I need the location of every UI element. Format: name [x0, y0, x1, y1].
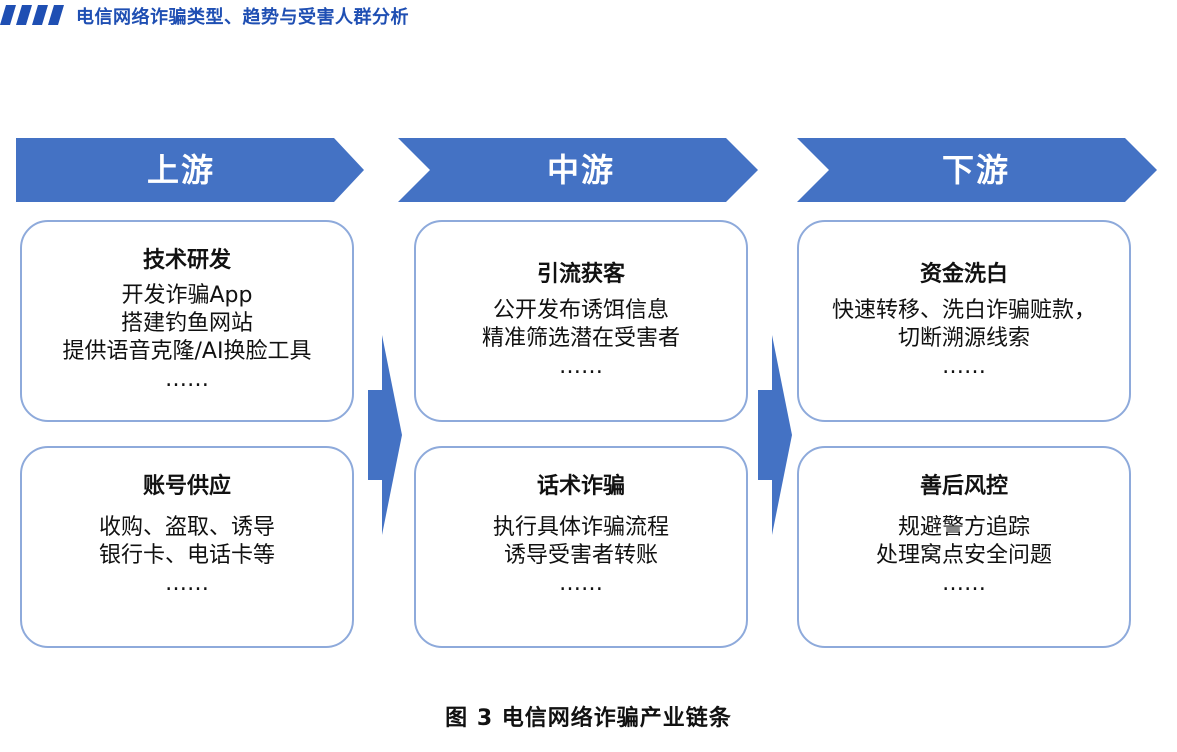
card-line: 搭建钓鱼网站 — [120, 311, 253, 336]
card-ellipsis: …… — [942, 354, 986, 379]
card-line: 规避警方追踪 — [897, 515, 1030, 540]
stage-upstream-banner: 上游 — [16, 138, 364, 202]
card-line: 快速转移、洗白诈骗赃款， — [831, 298, 1096, 323]
card-title: 善后风控 — [919, 474, 1008, 499]
card-line: 处理窝点安全问题 — [875, 543, 1052, 568]
card-line: 提供语音克隆/AI换脸工具 — [62, 339, 312, 364]
stage-label-midstream: 中游 — [546, 151, 615, 189]
card-tech-development: 技术研发 开发诈骗App 搭建钓鱼网站 提供语音克隆/AI换脸工具 …… — [20, 220, 354, 422]
card-ellipsis: …… — [165, 367, 209, 392]
card-line: 诱导受害者转账 — [503, 543, 658, 568]
flow-arrow-icon — [368, 335, 402, 535]
card-title: 账号供应 — [142, 474, 231, 499]
card-line: 收购、盗取、诱导 — [98, 515, 275, 540]
stage-label-upstream: 上游 — [146, 151, 215, 189]
card-title: 引流获客 — [536, 262, 625, 287]
card-line: 公开发布诱饵信息 — [492, 298, 669, 323]
card-line: 执行具体诈骗流程 — [492, 515, 669, 540]
flow-arrow-icon — [758, 335, 792, 535]
card-ellipsis: …… — [942, 571, 986, 596]
card-line: 开发诈骗App — [121, 283, 253, 308]
card-line: 精准筛选潜在受害者 — [481, 326, 680, 351]
card-script-fraud: 话术诈骗 执行具体诈骗流程 诱导受害者转账 …… — [414, 446, 748, 648]
chevron-shape-icon — [797, 138, 1157, 202]
stage-label-downstream: 下游 — [941, 151, 1010, 189]
card-ellipsis: …… — [165, 571, 209, 596]
card-account-supply: 账号供应 收购、盗取、诱导 银行卡、电话卡等 …… — [20, 446, 354, 648]
card-title: 话术诈骗 — [536, 474, 625, 499]
card-ellipsis: …… — [559, 354, 603, 379]
card-ellipsis: …… — [559, 571, 603, 596]
chevron-shape-icon — [16, 138, 364, 202]
page-header: 电信网络诈骗类型、趋势与受害人群分析 — [0, 0, 1177, 32]
card-line: 银行卡、电话卡等 — [98, 543, 275, 568]
card-line: 切断溯源线索 — [897, 326, 1030, 351]
header-title: 电信网络诈骗类型、趋势与受害人群分析 — [76, 7, 409, 28]
stripes-icon — [0, 5, 64, 25]
card-title: 技术研发 — [142, 248, 231, 273]
stage-midstream-banner: 中游 — [398, 138, 758, 202]
figure-caption: 图 3 电信网络诈骗产业链条 — [445, 706, 732, 731]
stage-downstream-banner: 下游 — [797, 138, 1157, 202]
card-traffic-acquisition: 引流获客 公开发布诱饵信息 精准筛选潜在受害者 …… — [414, 220, 748, 422]
card-title: 资金洗白 — [919, 262, 1008, 287]
chevron-shape-icon — [398, 138, 758, 202]
card-aftercare-risk-control: 善后风控 规避警方追踪 处理窝点安全问题 …… — [797, 446, 1131, 648]
card-money-laundering: 资金洗白 快速转移、洗白诈骗赃款， 切断溯源线索 …… — [797, 220, 1131, 422]
